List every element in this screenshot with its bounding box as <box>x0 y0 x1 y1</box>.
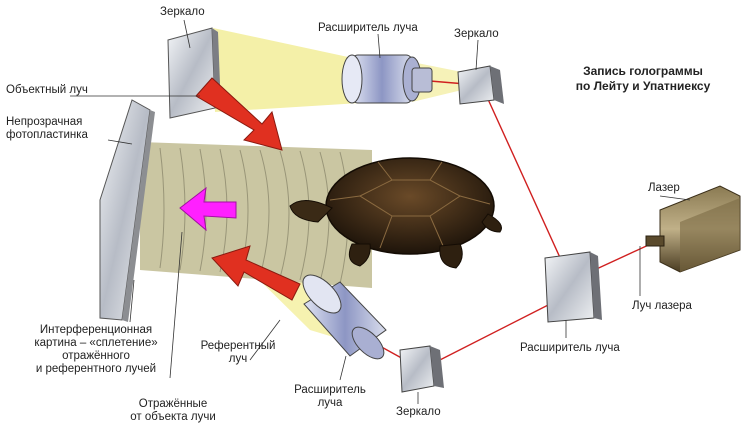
turtle-object <box>289 157 502 269</box>
beam-expander-top <box>341 54 433 104</box>
label-object-beam: Объектный луч <box>6 84 88 96</box>
label-mirror-bottom: Зеркало <box>396 406 441 418</box>
top-mirror-light-cone <box>213 28 362 112</box>
label-beam-expander-bottom: Расширитель луча <box>288 384 372 410</box>
reflected-beam-arrow <box>179 186 237 232</box>
label-reflected-rays-line-2: от объекта лучи <box>130 411 216 423</box>
diagram-title: Запись голограммы по Лейту и Упатниексу <box>560 64 726 94</box>
laser-device <box>645 185 741 273</box>
photo-plate <box>99 99 155 322</box>
reference-beam-arrow <box>211 245 301 301</box>
label-reference-beam-line-2: луч <box>228 353 248 365</box>
label-reference-beam: Референтный луч <box>196 340 280 366</box>
label-photo-plate: Непрозрачная фотопластинка <box>6 116 88 142</box>
title-line-1: Запись голограммы <box>583 64 703 78</box>
object-beam-arrow <box>195 77 283 151</box>
label-mirror-top-right: Зеркало <box>454 28 499 40</box>
label-interference-line-2: картина – «сплетение» <box>34 337 158 349</box>
label-beam-expander-bottom-line-1: Расширитель <box>294 384 366 396</box>
label-reference-beam-line-1: Референтный <box>200 340 276 352</box>
label-interference-line-4: и референтного лучей <box>35 363 157 375</box>
label-interference-line-1: Интерференционная <box>39 324 153 336</box>
label-interference-line-3: отражённого <box>62 350 130 362</box>
label-laser-beam: Луч лазера <box>632 300 692 312</box>
label-reflected-rays: Отражённые от объекта лучи <box>118 398 228 424</box>
label-reflected-rays-line-1: Отражённые <box>138 398 208 410</box>
title-line-2: по Лейту и Упатниексу <box>575 79 711 93</box>
label-laser: Лазер <box>648 182 680 194</box>
label-photo-plate-line-2: фотопластинка <box>6 129 88 141</box>
arrows <box>179 77 301 301</box>
label-beam-expander-right: Расширитель луча <box>520 342 620 354</box>
mirror-top-right <box>457 65 504 105</box>
beam-splitter <box>544 251 602 323</box>
label-beam-expander-top: Расширитель луча <box>318 22 418 34</box>
label-mirror-top: Зеркало <box>160 6 205 18</box>
interference-field <box>140 142 372 288</box>
label-photo-plate-line-1: Непрозрачная <box>6 116 83 128</box>
beam-splitter-to-bottom-mirror <box>431 299 559 365</box>
laser-beam-paths <box>377 79 656 367</box>
leader-lines <box>70 19 691 404</box>
beam-expander-bottom <box>302 274 387 360</box>
label-interference: Интерференционная картина – «сплетение» … <box>6 324 186 376</box>
mirror-bottom <box>399 345 444 393</box>
beam-splitter-to-top-mirror <box>481 85 563 263</box>
beam-laser-to-splitter <box>589 241 656 273</box>
label-beam-expander-bottom-line-2: луча <box>317 397 343 409</box>
